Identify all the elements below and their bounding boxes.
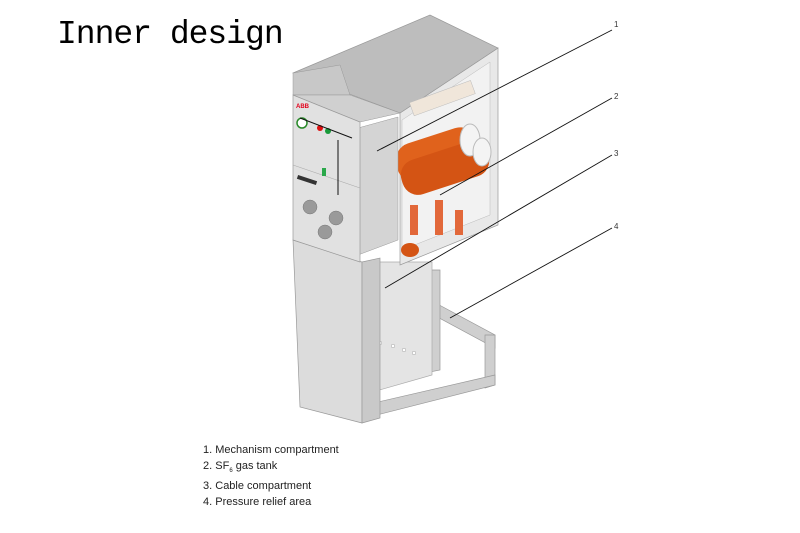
legend-item: 1. Mechanism compartment bbox=[203, 444, 339, 456]
pressure-gauge-icon bbox=[296, 117, 308, 129]
legend: 1. Mechanism compartment 2. SF6 gas tank… bbox=[203, 443, 339, 510]
abb-logo: ABB bbox=[296, 104, 310, 110]
callout-1: 1 bbox=[614, 20, 619, 29]
mechanism-compartment bbox=[357, 116, 399, 256]
base-frame bbox=[364, 269, 496, 419]
legend-item: 4. Pressure relief area bbox=[203, 495, 312, 508]
leader-lines bbox=[376, 29, 613, 319]
cable-socket-icons bbox=[302, 199, 344, 240]
callout-2: 2 bbox=[614, 92, 619, 101]
callout-4: 4 bbox=[614, 222, 619, 231]
lower-cabinet bbox=[292, 239, 363, 424]
front-panel bbox=[292, 94, 361, 263]
page-title: Inner design bbox=[57, 16, 284, 53]
callout-3: 3 bbox=[614, 149, 619, 158]
legend-item: 3. Cable compartment bbox=[203, 480, 312, 493]
legend-item: 2. SF6 gas tank bbox=[203, 459, 278, 474]
